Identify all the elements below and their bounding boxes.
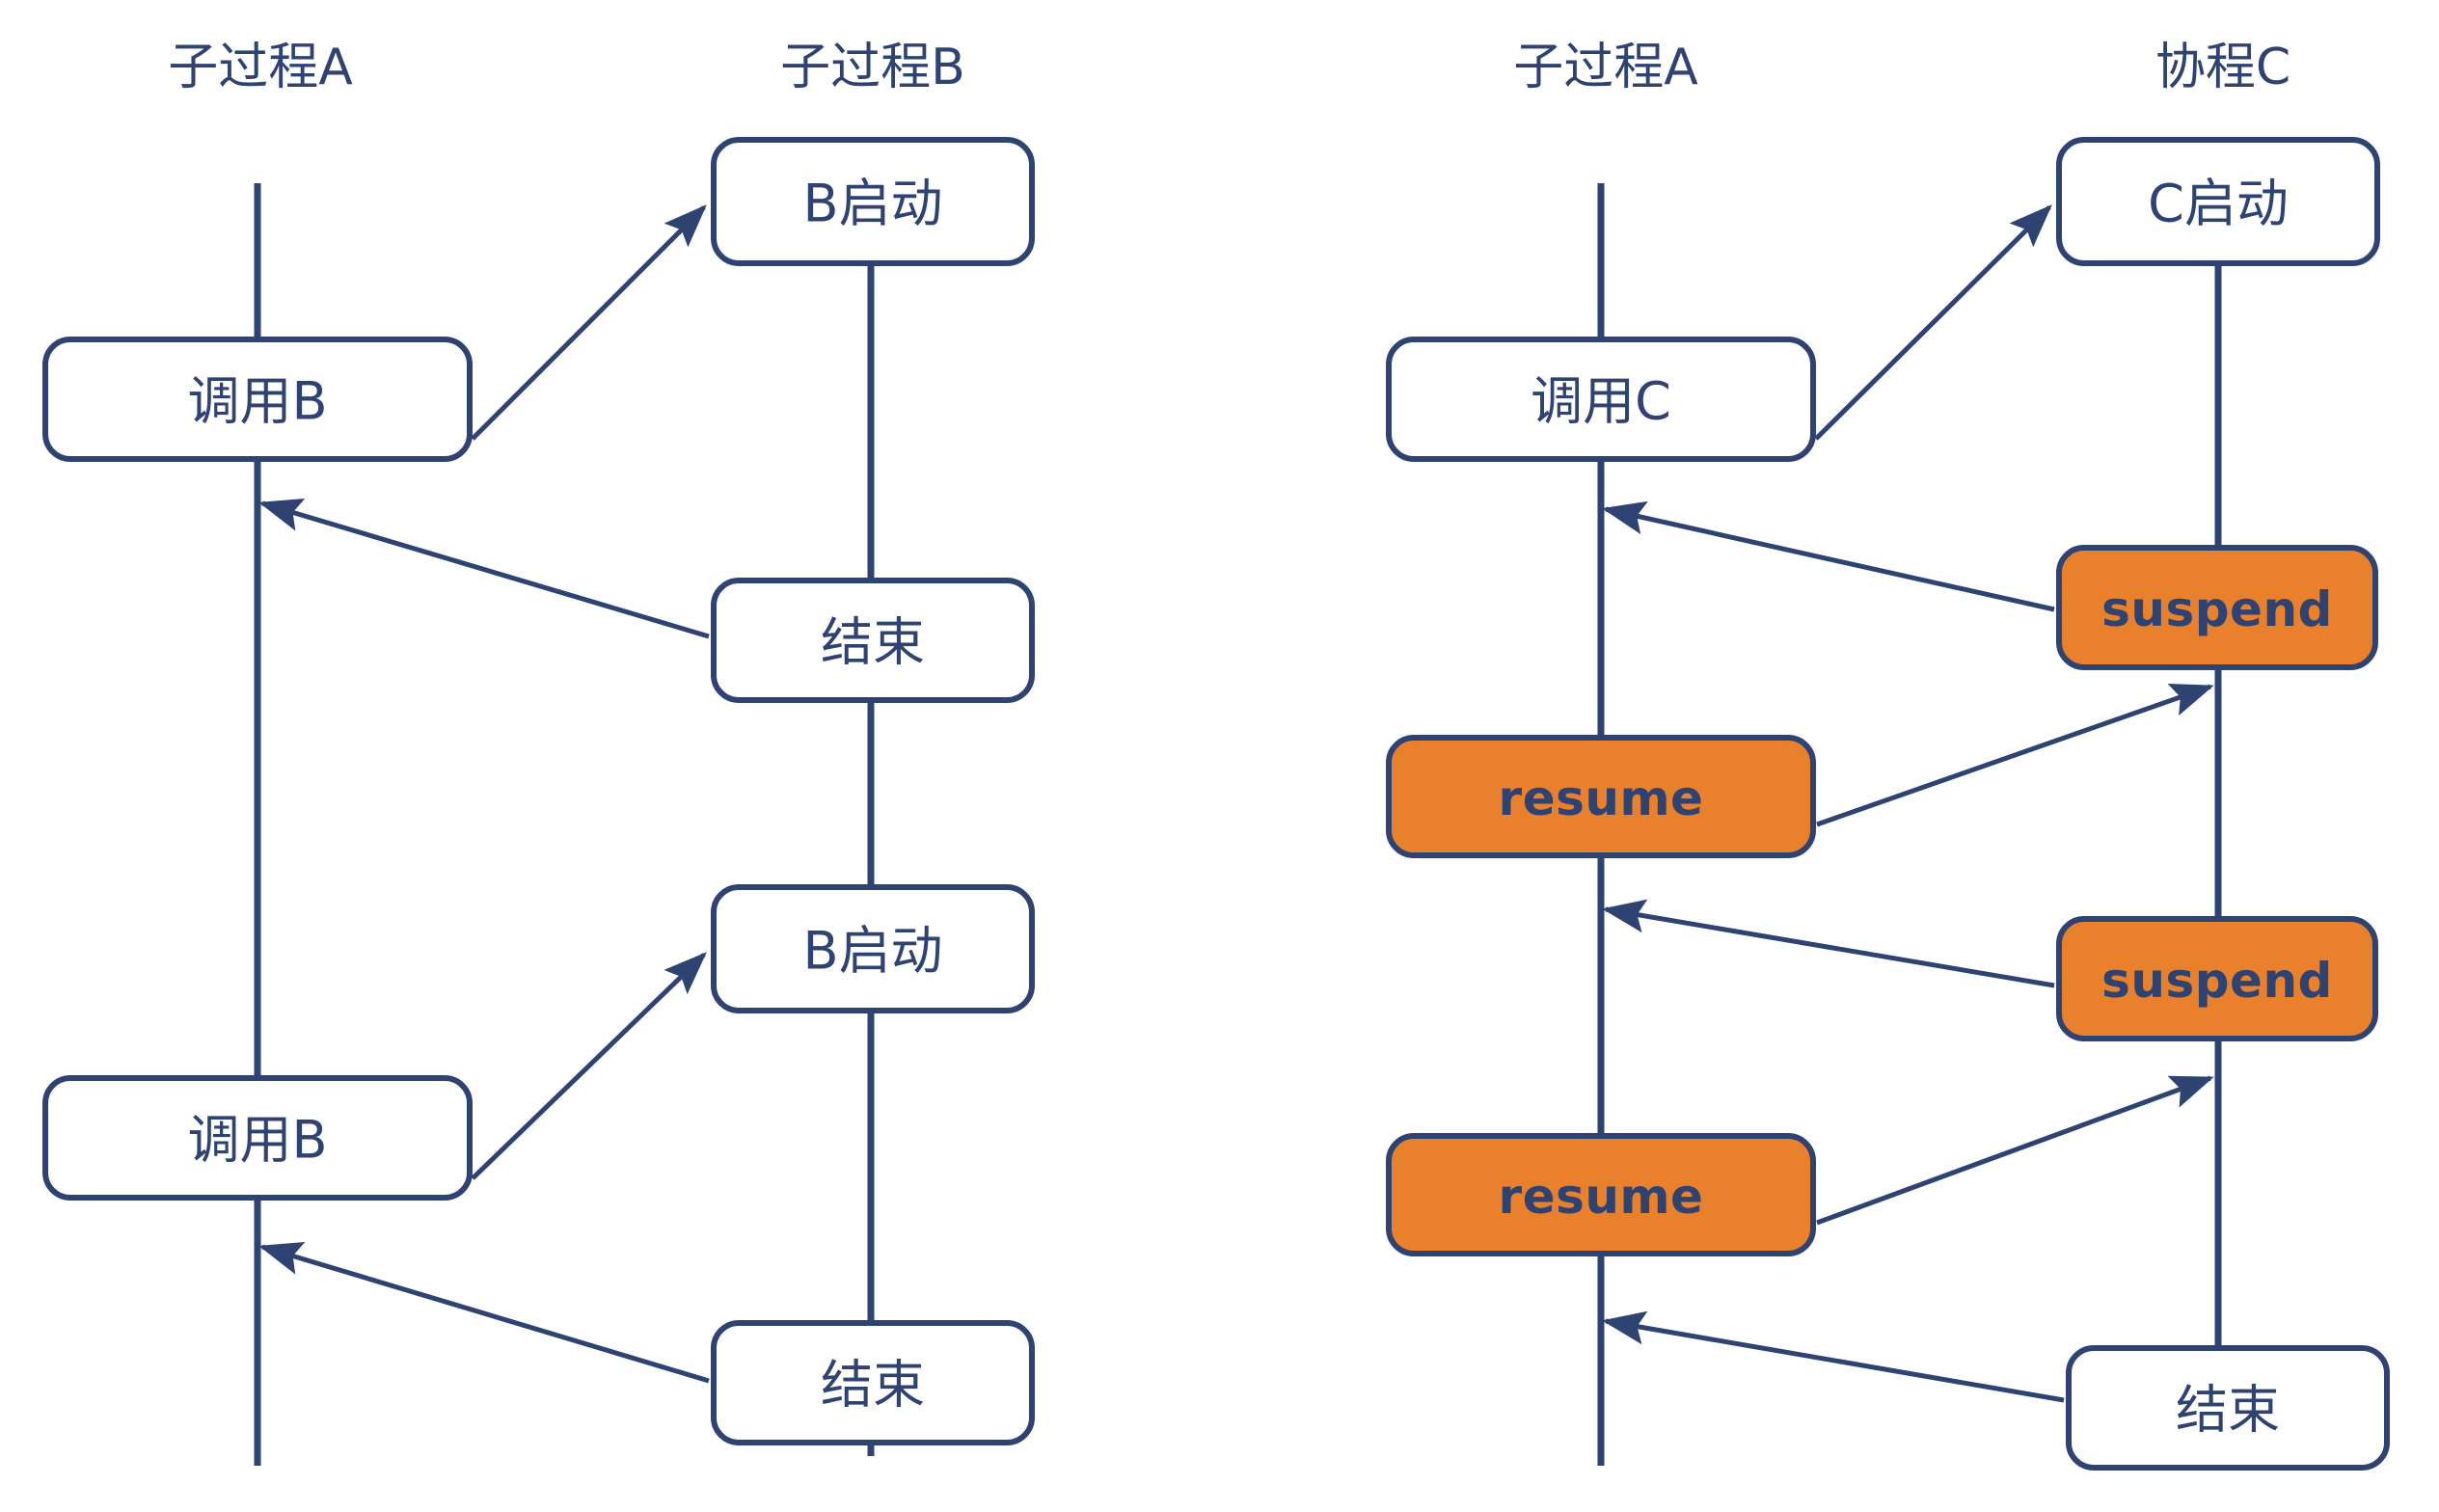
- headers-layer: 子过程A 子过程B 子过程A 协程C: [168, 39, 2290, 96]
- end-box-2[interactable]: 结束: [711, 1320, 1035, 1445]
- call-c-box-label: 调用C: [1531, 371, 1671, 432]
- subroutine-panel: [254, 183, 875, 1466]
- c-start-box-shape[interactable]: [2056, 137, 2380, 266]
- call-c-box[interactable]: 调用C: [1386, 337, 1816, 462]
- resume-box-2-shape[interactable]: [1386, 1133, 1816, 1256]
- call-b-box-1-shape[interactable]: [42, 337, 473, 462]
- arrow-call-b-1: [471, 204, 707, 441]
- arrow-resume-1-to-c: [1816, 684, 2214, 827]
- suspend-box-2-label: suspend: [2101, 953, 2333, 1009]
- header-subprocess-a-left: 子过程A: [168, 39, 353, 96]
- header-subprocess-a-right: 子过程A: [1513, 39, 1698, 96]
- end-box-1-shape[interactable]: [711, 578, 1035, 703]
- suspend-box-1[interactable]: suspend: [2056, 545, 2378, 670]
- arrow-call-c: [1814, 204, 2052, 441]
- resume-box-1[interactable]: resume: [1386, 735, 1816, 858]
- end-c-box-label: 结束: [2176, 1380, 2280, 1441]
- b-start-box-1-shape[interactable]: [711, 137, 1035, 266]
- end-box-1[interactable]: 结束: [711, 578, 1035, 703]
- c-start-box[interactable]: C启动: [2056, 137, 2380, 266]
- header-coroutine-c: 协程C: [2155, 39, 2290, 96]
- call-b-box-2-label: 调用B: [187, 1110, 327, 1171]
- resume-box-2-label: resume: [1499, 1169, 1704, 1225]
- call-b-box-1-label: 调用B: [187, 371, 327, 432]
- arrow-suspend-2-return: [1602, 899, 2055, 988]
- suspend-box-1-label: suspend: [2101, 581, 2333, 637]
- b-start-box-2-label: B启动: [802, 921, 942, 982]
- suspend-box-2-shape[interactable]: [2056, 916, 2378, 1041]
- end-c-box[interactable]: 结束: [2066, 1345, 2390, 1471]
- end-box-2-shape[interactable]: [711, 1320, 1035, 1445]
- arrow-suspend-1-return: [1602, 500, 2055, 612]
- resume-box-1-label: resume: [1499, 770, 1704, 826]
- end-box-1-label: 结束: [821, 612, 925, 673]
- b-start-box-1[interactable]: B启动: [711, 137, 1035, 266]
- suspend-box-1-shape[interactable]: [2056, 545, 2378, 670]
- resume-box-2[interactable]: resume: [1386, 1133, 1816, 1256]
- boxes-layer: B启动调用B结束B启动调用B结束C启动调用Csuspendresumesuspe…: [42, 137, 2390, 1471]
- call-b-box-1[interactable]: 调用B: [42, 337, 473, 462]
- resume-box-1-shape[interactable]: [1386, 735, 1816, 858]
- suspend-box-2[interactable]: suspend: [2056, 916, 2378, 1041]
- arrow-call-b-2: [471, 952, 707, 1180]
- header-subprocess-b: 子过程B: [780, 39, 965, 96]
- arrow-resume-2-to-c: [1816, 1075, 2214, 1226]
- c-start-box-label: C启动: [2148, 174, 2289, 234]
- lifelines-layer: [254, 183, 2222, 1466]
- end-c-box-shape[interactable]: [2066, 1345, 2390, 1471]
- end-box-2-label: 结束: [821, 1355, 925, 1416]
- call-b-box-2[interactable]: 调用B: [42, 1075, 473, 1201]
- arrow-end-c-return: [1602, 1310, 2065, 1403]
- arrow-return-b-1: [258, 498, 710, 639]
- b-start-box-2-shape[interactable]: [711, 884, 1035, 1013]
- b-start-box-2[interactable]: B启动: [711, 884, 1035, 1013]
- call-b-box-2-shape[interactable]: [42, 1075, 473, 1201]
- call-c-box-shape[interactable]: [1386, 337, 1816, 462]
- arrow-return-b-2: [258, 1242, 710, 1384]
- b-start-box-1-label: B启动: [802, 174, 942, 234]
